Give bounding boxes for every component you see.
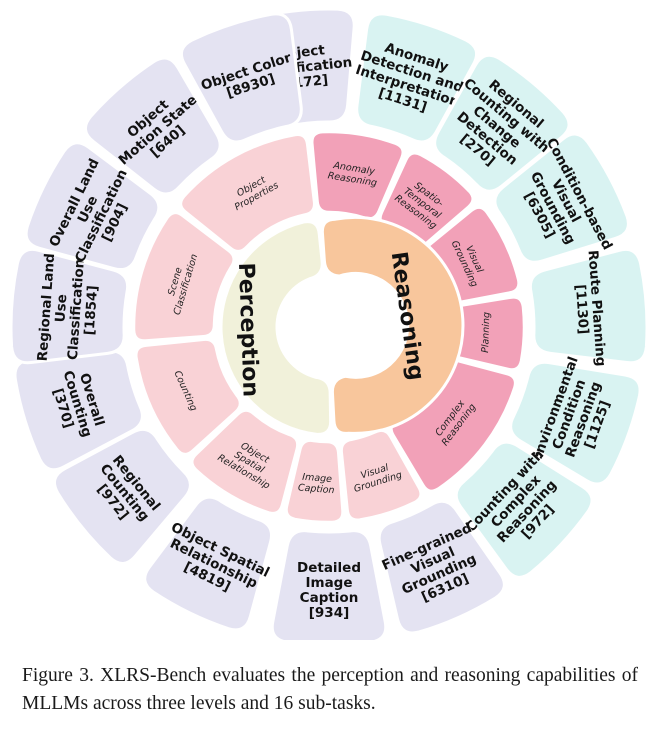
level2-label: Planning: [480, 312, 492, 353]
level2-segment: [179, 133, 316, 253]
task-taxonomy-wheel: ObjectClassification[9172]AnomalyDetecti…: [9, 7, 649, 640]
level3-label: Regional LandUseClassification[1854]: [35, 253, 103, 365]
level3-segment: [9, 247, 130, 365]
level3-segment: [179, 12, 303, 144]
level1-segment: [320, 215, 465, 435]
level2-label: ImageCaption: [298, 471, 336, 496]
level1-label-perception: Perception: [233, 262, 263, 397]
level2-segment: [132, 211, 235, 342]
level3-segment: [84, 56, 222, 196]
level3-segment: [493, 132, 630, 264]
level3-segment: [52, 427, 192, 565]
level3-segment: [270, 529, 388, 640]
level3-ring: ObjectClassification[9172]AnomalyDetecti…: [9, 7, 649, 640]
level3-segment: [355, 12, 479, 144]
level2-segment: [285, 439, 344, 524]
level3-segment: [143, 495, 274, 632]
level3-segment: [433, 53, 571, 193]
level3-segment: [528, 247, 649, 365]
level3-segment: [509, 360, 642, 486]
level2-ring: ObjectPropertiesAnomalyReasoningSpatio-T…: [132, 130, 526, 524]
level2-segment: [311, 130, 404, 220]
level3-segment: [454, 440, 594, 579]
figure-caption: Figure 3. XLRS-Bench evaluates the perce…: [22, 665, 638, 714]
level2-segment: [190, 409, 299, 515]
level1-segment: [219, 220, 333, 436]
level3-segment: [377, 499, 506, 635]
level2-segment: [135, 338, 242, 456]
level3-segment: [24, 141, 161, 272]
